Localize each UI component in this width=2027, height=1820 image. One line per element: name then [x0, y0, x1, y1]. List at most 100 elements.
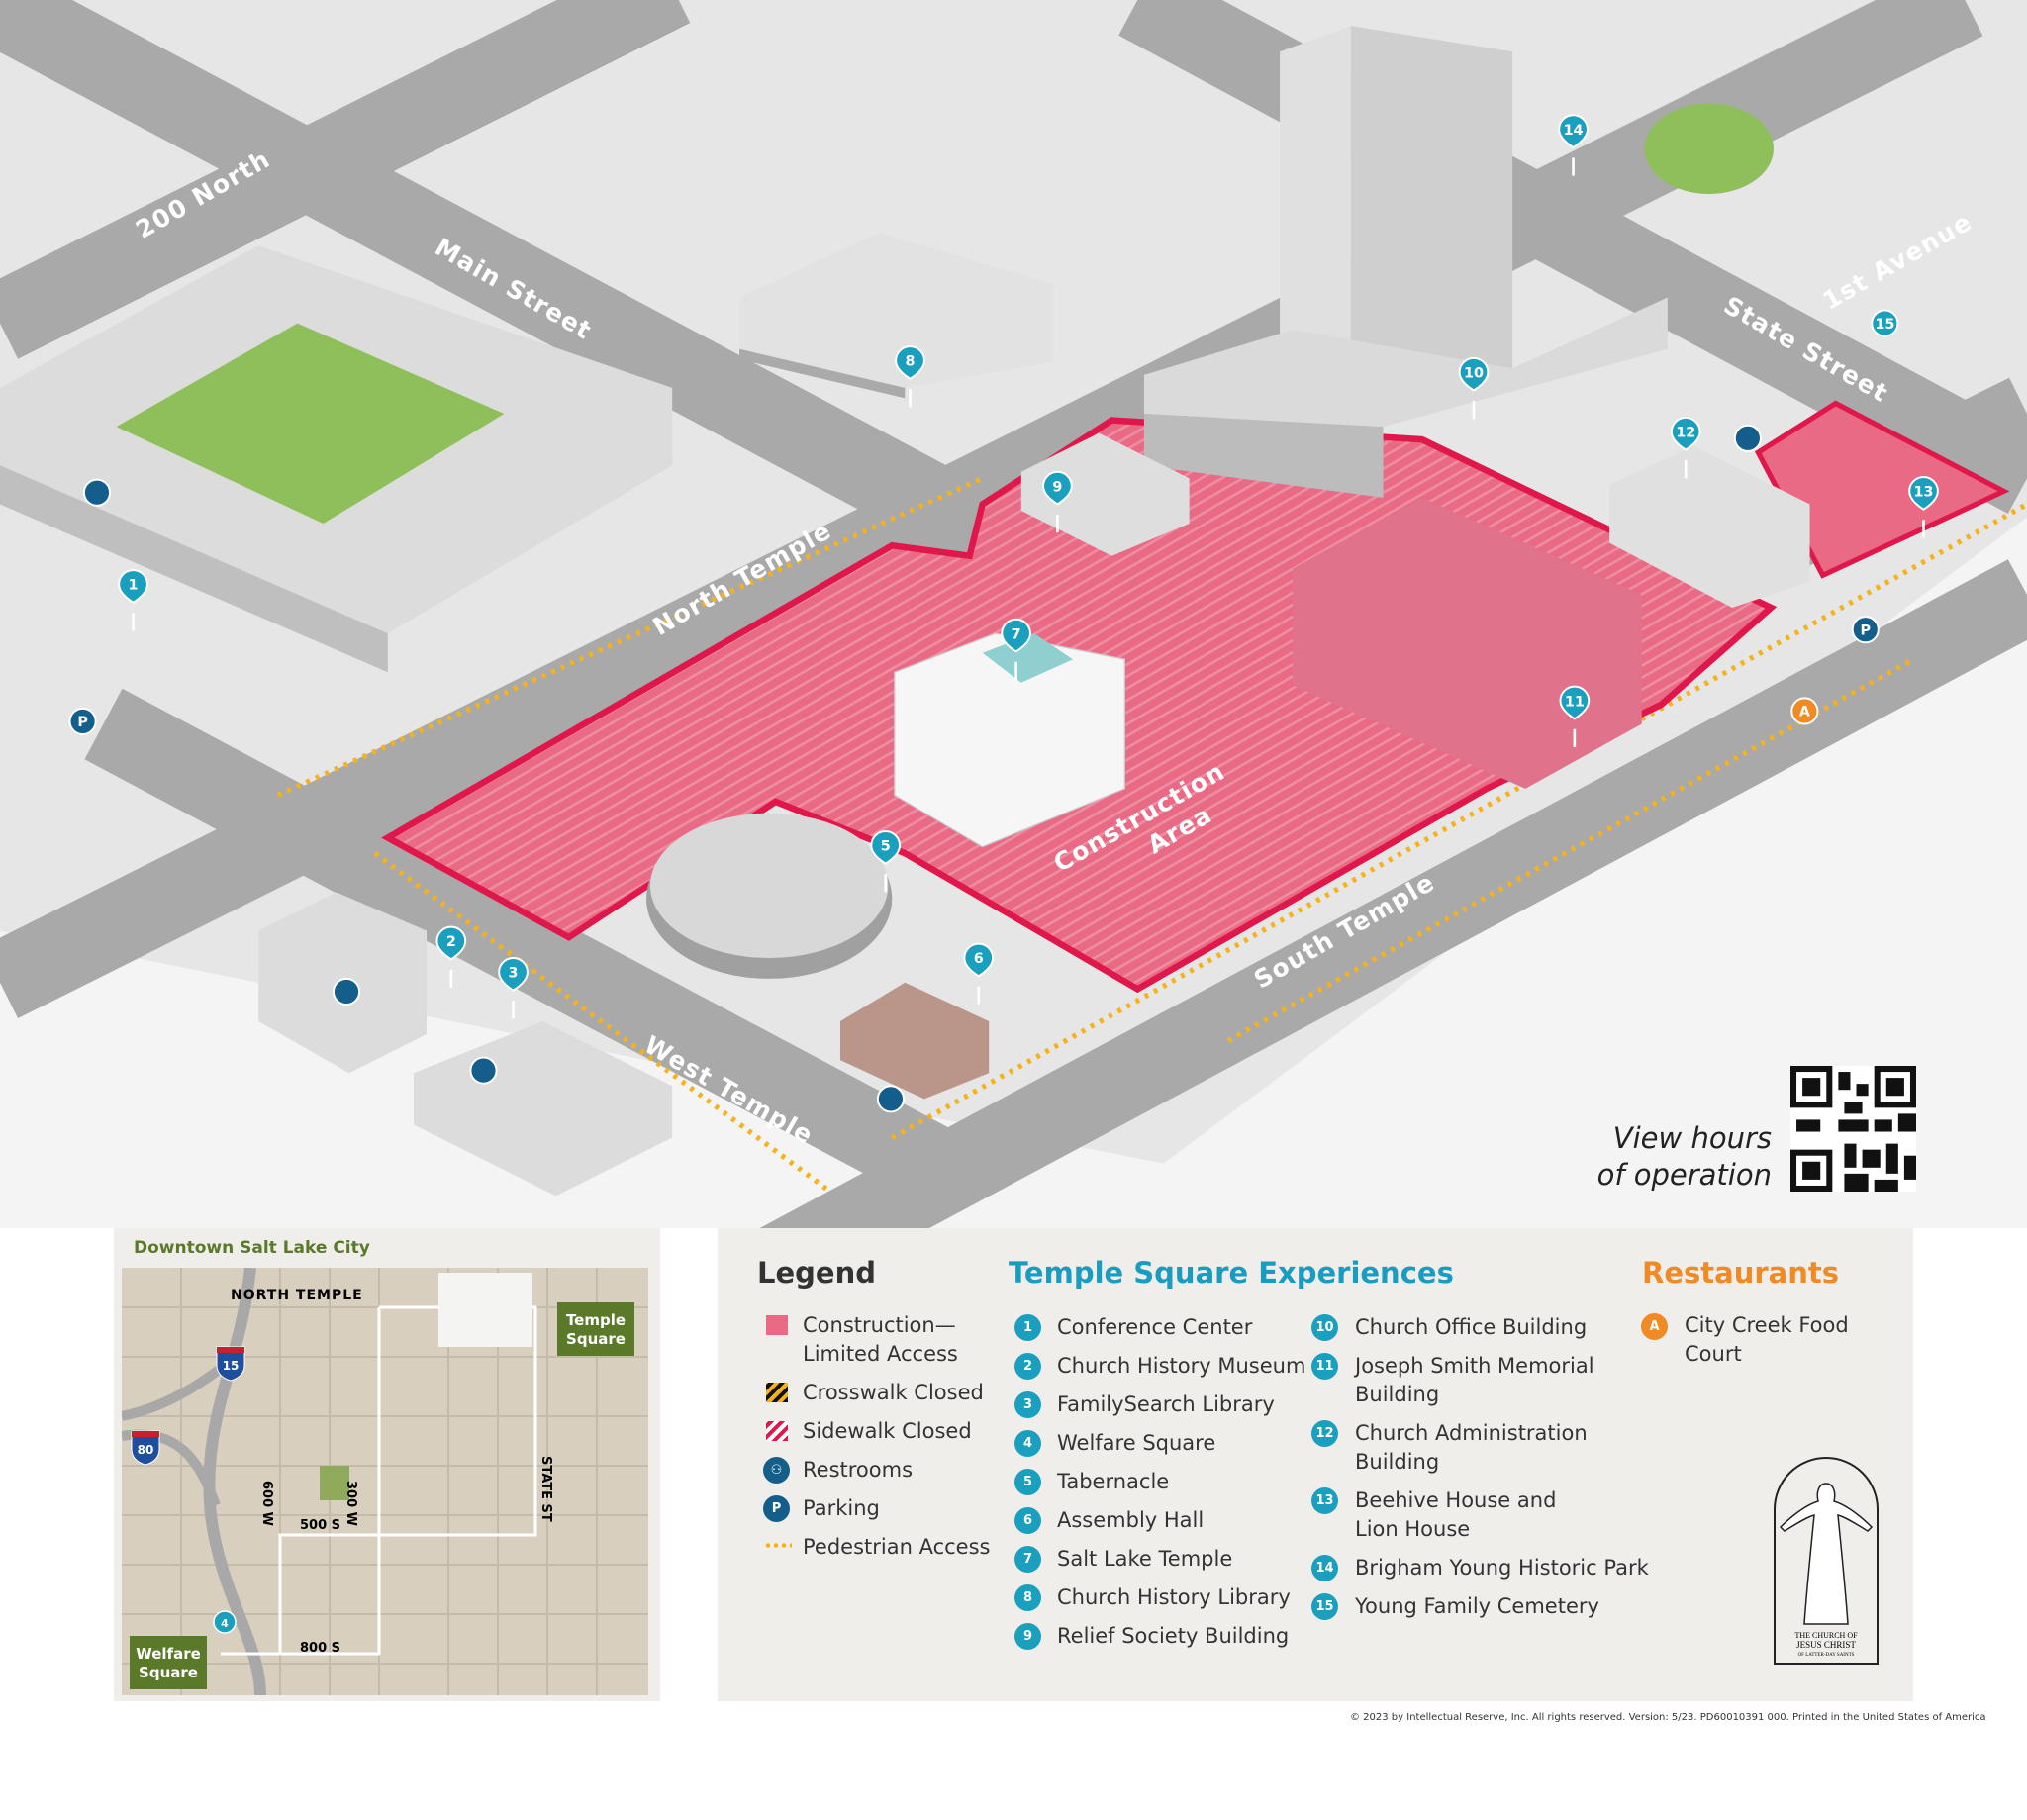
crosswalk-closed-icon — [766, 1383, 788, 1402]
church-logo: THE CHURCH OF JESUS CHRIST OF LATTER-DAY… — [1774, 1457, 1879, 1665]
joseph-smith-memorial-building — [1293, 497, 1642, 789]
legend-panel: Legend Construction—Limited Access Cross… — [718, 1228, 1913, 1701]
experience-item-10[interactable]: Church Office Building — [1355, 1315, 1588, 1339]
legend-item-construction: Construction—Limited Access — [803, 1313, 958, 1366]
svg-text:3: 3 — [509, 966, 519, 982]
experience-item-9[interactable]: Relief Society Building — [1057, 1624, 1290, 1648]
experience-item-3[interactable]: FamilySearch Library — [1057, 1392, 1275, 1416]
experience-badge-3: 3 — [1014, 1391, 1041, 1418]
experience-badge-1: 1 — [1014, 1314, 1041, 1341]
svg-text:2: 2 — [446, 934, 456, 950]
svg-text:P: P — [77, 715, 88, 730]
inset-label-800s: 800 S — [300, 1641, 340, 1656]
svg-text:7: 7 — [1012, 626, 1021, 642]
experience-badge-11: 11 — [1311, 1353, 1338, 1380]
i80-shield-icon: 80 — [131, 1430, 160, 1466]
legend-item-restrooms: Restrooms — [803, 1458, 914, 1482]
church-office-building — [1143, 26, 1668, 498]
experience-item-8[interactable]: Church History Library — [1057, 1585, 1291, 1609]
salt-lake-temple — [894, 632, 1125, 848]
svg-text:15: 15 — [1875, 317, 1894, 333]
tabernacle — [646, 813, 893, 979]
sidewalk-closed-icon — [766, 1421, 788, 1441]
experience-item-14[interactable]: Brigham Young Historic Park — [1355, 1556, 1649, 1580]
experience-item-2[interactable]: Church History Museum — [1057, 1354, 1306, 1378]
experience-item-1[interactable]: Conference Center — [1057, 1315, 1253, 1339]
experience-item-15[interactable]: Young Family Cemetery — [1355, 1594, 1599, 1618]
experience-badge-7: 7 — [1014, 1546, 1041, 1573]
experience-badge-9: 9 — [1014, 1623, 1041, 1650]
legend-item-sidewalk: Sidewalk Closed — [803, 1419, 972, 1443]
inset-pin-4[interactable]: 4 — [213, 1610, 237, 1634]
experience-badge-5: 5 — [1014, 1469, 1041, 1495]
svg-text:11: 11 — [1565, 694, 1585, 710]
restroom-icons — [82, 424, 1762, 1113]
restaurants-title: Restaurants — [1642, 1256, 1839, 1290]
svg-text:12: 12 — [1676, 426, 1695, 441]
experience-item-6[interactable]: Assembly Hall — [1057, 1508, 1205, 1532]
brigham-young-park — [1644, 103, 1774, 194]
svg-text:Square: Square — [566, 1330, 626, 1348]
svg-text:14: 14 — [1564, 123, 1584, 139]
experience-item-4[interactable]: Welfare Square — [1057, 1431, 1216, 1455]
qr-code[interactable] — [1790, 1066, 1916, 1192]
pin-1[interactable]: 1 — [117, 568, 149, 632]
pin-7[interactable]: 7 — [1000, 618, 1032, 682]
svg-text:9: 9 — [1052, 479, 1062, 495]
i15-shield-icon: 15 — [216, 1346, 245, 1382]
church-administration-building — [1609, 445, 1810, 608]
svg-text:1: 1 — [129, 578, 139, 594]
svg-text:6: 6 — [974, 951, 984, 967]
inset-title: Downtown Salt Lake City — [134, 1238, 370, 1258]
parking-icon: P — [763, 1495, 790, 1522]
pedestrian-access-icon — [764, 1543, 792, 1548]
svg-text:Square: Square — [139, 1664, 198, 1681]
conference-center-building — [0, 245, 673, 673]
svg-text:4: 4 — [221, 1617, 229, 1630]
svg-text:THE CHURCH OF: THE CHURCH OF — [1794, 1631, 1858, 1640]
svg-text:80: 80 — [138, 1443, 154, 1457]
inset-label-300w: 300 W — [343, 1481, 358, 1526]
pin-6[interactable]: 6 — [963, 942, 995, 1006]
parking-icon: P — [68, 707, 97, 735]
copyright-text: © 2023 by Intellectual Reserve, Inc. All… — [1350, 1712, 1986, 1723]
experiences-title: Temple Square Experiences — [1009, 1256, 1454, 1290]
experience-badge-12: 12 — [1311, 1420, 1338, 1447]
legend-item-pedestrian: Pedestrian Access — [803, 1535, 991, 1559]
inset-map: NORTH TEMPLE 600 W 300 W 500 S 800 S STA… — [122, 1268, 648, 1695]
relief-society-building — [1020, 432, 1190, 556]
pin-3[interactable]: 3 — [497, 956, 530, 1020]
restaurant-pin-a[interactable]: A — [1790, 697, 1819, 725]
temple-square-map: 200 North Main Street North Temple State… — [0, 0, 2027, 1228]
legend-item-crosswalk: Crosswalk Closed — [803, 1381, 984, 1404]
pin-9[interactable]: 9 — [1041, 470, 1074, 534]
svg-text:OF LATTER-DAY SAINTS: OF LATTER-DAY SAINTS — [1798, 1653, 1855, 1658]
experience-item-5[interactable]: Tabernacle — [1057, 1470, 1170, 1493]
restaurant-a-badge: A — [1641, 1313, 1668, 1340]
svg-text:15: 15 — [223, 1359, 240, 1373]
experience-badge-10: 10 — [1311, 1314, 1338, 1341]
svg-text:Temple: Temple — [566, 1311, 626, 1329]
pin-12[interactable]: 12 — [1670, 416, 1701, 480]
pin-14[interactable]: 14 — [1557, 113, 1590, 177]
svg-text:8: 8 — [906, 354, 916, 370]
pin-11[interactable]: 11 — [1559, 685, 1591, 749]
pin-13[interactable]: 13 — [1907, 475, 1940, 539]
pin-5[interactable]: 5 — [870, 829, 902, 894]
pin-15[interactable]: 15 — [1871, 309, 1899, 337]
inset-label-500s: 500 S — [300, 1518, 340, 1533]
pin-8[interactable]: 8 — [894, 344, 926, 409]
svg-text:P: P — [1860, 623, 1871, 638]
svg-text:A: A — [1799, 705, 1811, 720]
experience-item-7[interactable]: Salt Lake Temple — [1057, 1547, 1233, 1571]
pin-2[interactable]: 2 — [435, 925, 467, 990]
experience-badge-4: 4 — [1014, 1430, 1041, 1457]
experience-badge-15: 15 — [1311, 1593, 1338, 1620]
pin-10[interactable]: 10 — [1458, 356, 1490, 421]
